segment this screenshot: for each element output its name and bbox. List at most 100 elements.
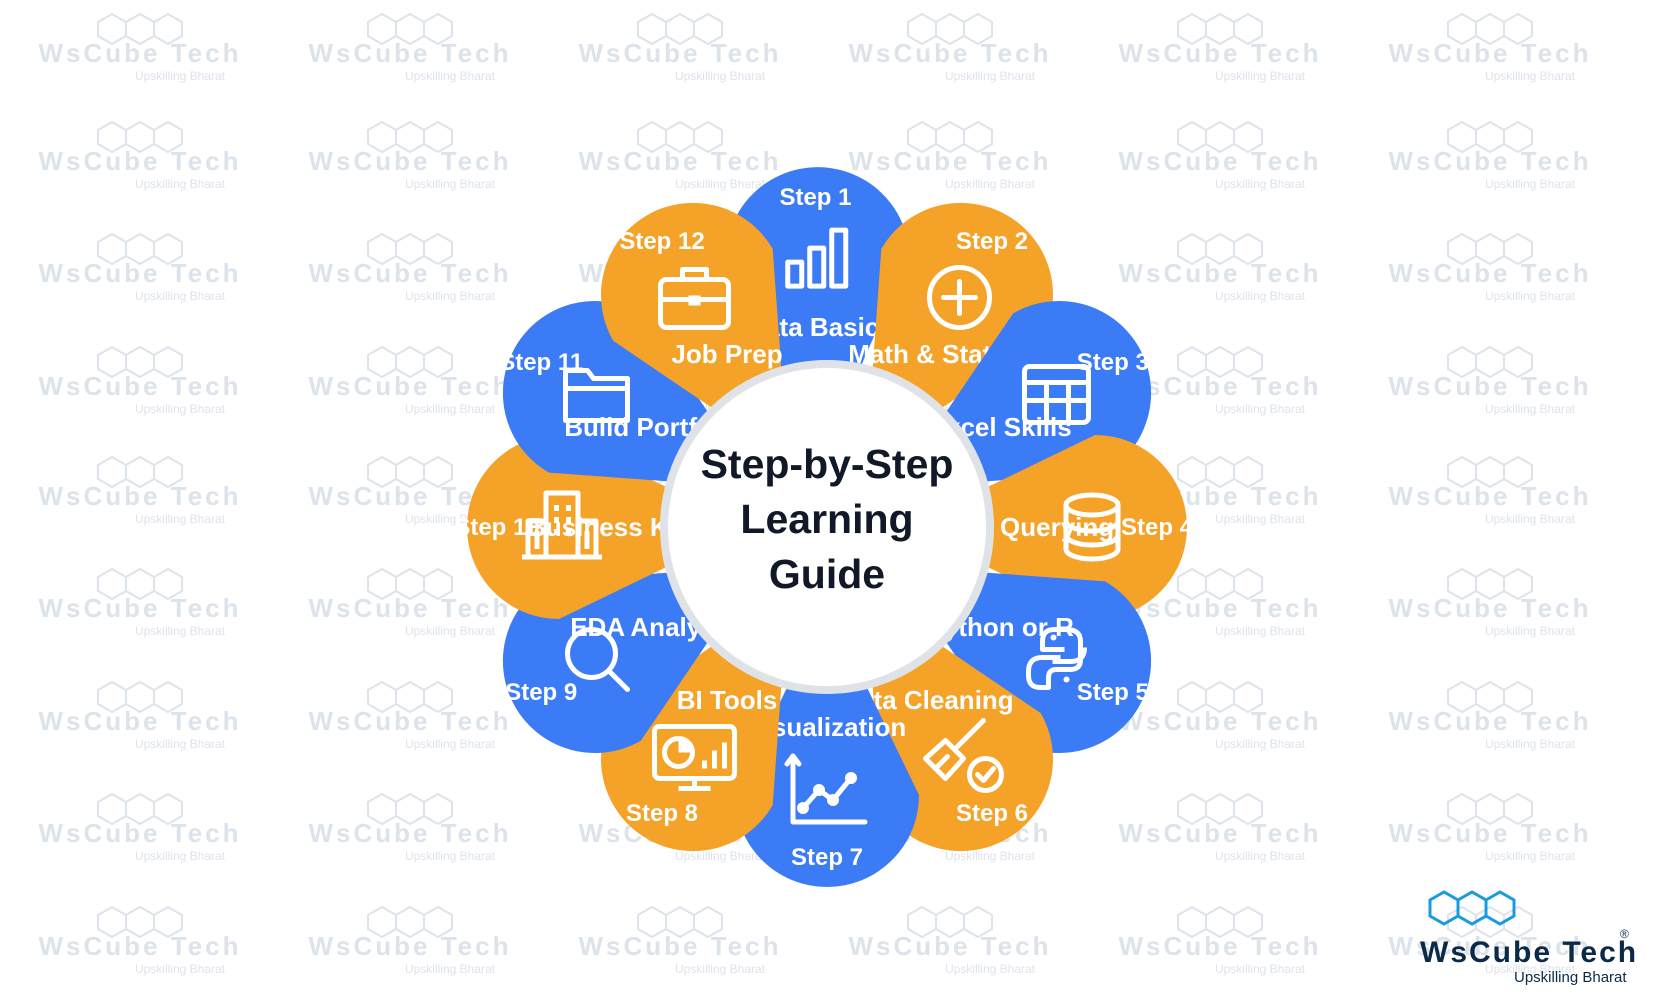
- petal-shape: [871, 202, 1053, 421]
- watermark-hexagon-icon: [1177, 455, 1263, 489]
- step-number-label: Step 4: [1121, 514, 1194, 541]
- watermark-subtext: Upskilling Bharat: [1485, 69, 1576, 83]
- watermark-hexagon-icon: [1447, 455, 1533, 489]
- watermark-hexagon-icon: [1177, 905, 1263, 939]
- watermark-subtext: Upskilling Bharat: [945, 962, 1036, 976]
- watermark-hexagon-icon: [907, 120, 993, 154]
- watermark-text: WsCube Tech: [1119, 818, 1322, 848]
- watermark-subtext: Upskilling Bharat: [135, 289, 226, 303]
- watermark-hexagon-icon: [367, 680, 453, 714]
- watermark-subtext: Upskilling Bharat: [135, 624, 226, 638]
- watermark-text: WsCube Tech: [309, 593, 512, 623]
- watermark-text: WsCube Tech: [1119, 38, 1322, 68]
- petal-step-11: [502, 301, 721, 483]
- watermark-hexagon-icon: [97, 567, 183, 601]
- petal-shape: [933, 571, 1152, 753]
- watermark-hexagon-icon: [97, 120, 183, 154]
- watermark-subtext: Upskilling Bharat: [675, 962, 766, 976]
- broom-check-icon: [923, 717, 1004, 793]
- watermark-hexagon-icon: [1177, 567, 1263, 601]
- watermark-text: WsCube Tech: [579, 146, 782, 176]
- watermark-text: WsCube Tech: [579, 931, 782, 961]
- watermark-subtext: Upskilling Bharat: [1485, 624, 1576, 638]
- watermark-hexagon-icon: [367, 455, 453, 489]
- watermark-subtext: Upskilling Bharat: [135, 849, 226, 863]
- watermark-text: WsCube Tech: [1389, 931, 1592, 961]
- watermark-hexagon-icon: [97, 12, 183, 46]
- watermark-subtext: Upskilling Bharat: [1485, 289, 1576, 303]
- watermark-text: WsCube Tech: [1389, 593, 1592, 623]
- step-number-label: Step 6: [956, 800, 1028, 827]
- watermark-subtext: Upskilling Bharat: [135, 177, 226, 191]
- watermark-subtext: Upskilling Bharat: [405, 624, 496, 638]
- watermark-text: WsCube Tech: [849, 146, 1052, 176]
- watermark-hexagon-icon: [1177, 120, 1263, 154]
- brand-tagline: Upskilling Bharat: [1514, 969, 1627, 986]
- watermark-text: WsCube Tech: [1389, 481, 1592, 511]
- center-title-line-2: Learning: [740, 496, 913, 542]
- watermark-hexagon-icon: [1177, 792, 1263, 826]
- watermark-hexagon-icon: [1447, 905, 1533, 939]
- watermark-subtext: Upskilling Bharat: [1485, 962, 1576, 976]
- watermark-subtext: Upskilling Bharat: [135, 737, 226, 751]
- watermark-subtext: Upskilling Bharat: [1215, 69, 1306, 83]
- petal-step-8: [601, 633, 783, 852]
- monitor-dashboard-icon: [652, 723, 737, 791]
- center-title-line-3: Guide: [769, 551, 885, 597]
- watermark-subtext: Upskilling Bharat: [1485, 177, 1576, 191]
- watermark-subtext: Upskilling Bharat: [1485, 737, 1576, 751]
- watermark-text: WsCube Tech: [1119, 258, 1322, 288]
- watermark-subtext: Upskilling Bharat: [1215, 737, 1306, 751]
- watermark-text: WsCube Tech: [1389, 146, 1592, 176]
- watermark-text: WsCube Tech: [39, 931, 242, 961]
- watermark-subtext: Upskilling Bharat: [675, 69, 766, 83]
- watermark-hexagon-icon: [367, 232, 453, 266]
- watermark-hexagon-icon: [97, 455, 183, 489]
- watermark-text: WsCube Tech: [1389, 38, 1592, 68]
- watermark-hexagon-icon: [1177, 680, 1263, 714]
- watermark-subtext: Upskilling Bharat: [135, 69, 226, 83]
- magnifier-icon: [565, 627, 631, 692]
- watermark-text: WsCube Tech: [39, 371, 242, 401]
- center-circle: [660, 360, 994, 694]
- watermark-hexagon-icon: [97, 792, 183, 826]
- watermark-subtext: Upskilling Bharat: [405, 402, 496, 416]
- bar-chart-icon: [785, 227, 849, 289]
- watermark-text: WsCube Tech: [849, 931, 1052, 961]
- watermark-text: WsCube Tech: [1389, 371, 1592, 401]
- watermark-text: WsCube Tech: [309, 706, 512, 736]
- watermark-text: WsCube Tech: [849, 38, 1052, 68]
- watermark-subtext: Upskilling Bharat: [1215, 402, 1306, 416]
- brand-hexagon-icon: [1428, 890, 1516, 926]
- briefcase-icon: [658, 267, 731, 331]
- petal-shape: [601, 633, 783, 852]
- watermark-text: WsCube Tech: [39, 258, 242, 288]
- watermark-text: WsCube Tech: [309, 146, 512, 176]
- petal-step-2: [871, 202, 1053, 421]
- center-title-line-1: Step-by-Step: [701, 441, 954, 487]
- watermark-subtext: Upskilling Bharat: [1215, 289, 1306, 303]
- watermark-subtext: Upskilling Bharat: [1485, 512, 1576, 526]
- watermark-subtext: Upskilling Bharat: [405, 849, 496, 863]
- watermark-subtext: Upskilling Bharat: [1215, 624, 1306, 638]
- watermark-subtext: Upskilling Bharat: [1215, 962, 1306, 976]
- watermark-hexagon-icon: [1447, 345, 1533, 379]
- watermark-hexagon-icon: [1447, 792, 1533, 826]
- watermark-hexagon-icon: [1177, 12, 1263, 46]
- step-title-label: Job Prep: [671, 339, 782, 369]
- plus-circle-icon: [927, 265, 992, 331]
